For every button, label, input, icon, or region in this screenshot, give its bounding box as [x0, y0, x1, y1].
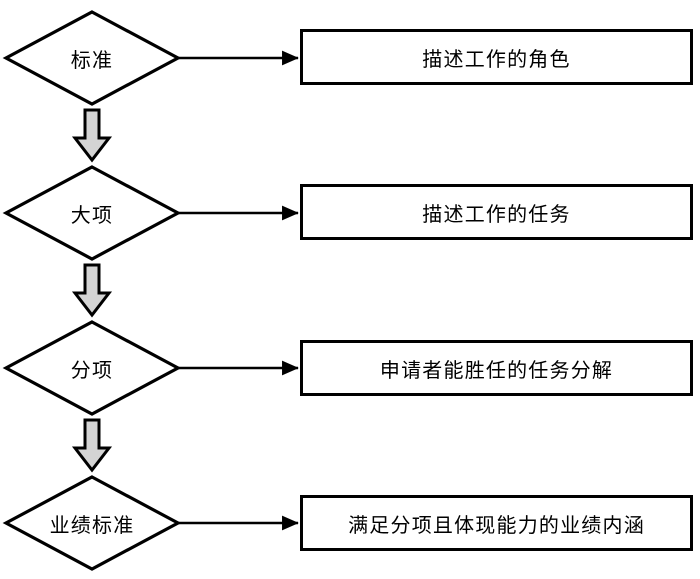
block-arrow-flow-2-3 [71, 263, 113, 318]
rectangle-shape-level-1[interactable] [300, 29, 693, 85]
rectangle-shape-level-4[interactable] [300, 495, 693, 551]
rectangle-shape-level-3[interactable] [300, 340, 693, 396]
diamond-shape-level-3[interactable] [2, 320, 182, 416]
block-arrow-flow-1-2 [71, 108, 113, 163]
diamond-shape-level-1[interactable] [2, 10, 182, 106]
rectangle-shape-level-2[interactable] [300, 184, 693, 240]
diamond-shape-level-4[interactable] [2, 475, 182, 571]
diamond-shape-level-2[interactable] [2, 165, 182, 261]
block-arrow-flow-3-4 [71, 418, 113, 473]
